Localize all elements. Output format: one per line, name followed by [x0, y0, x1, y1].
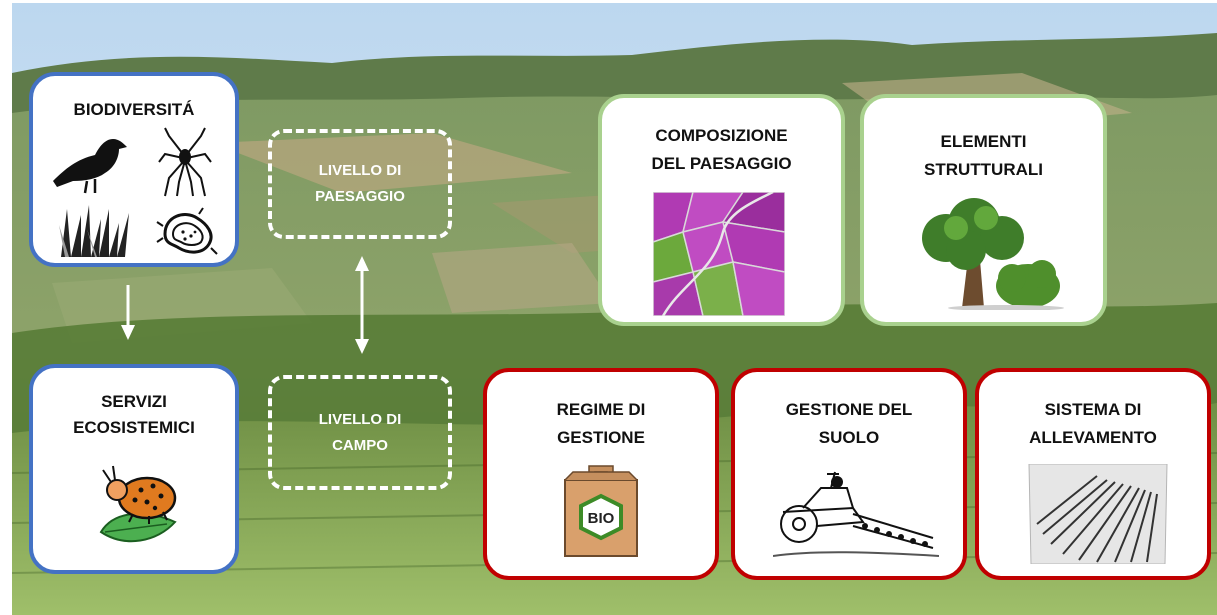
biodiversity-title: BIODIVERSITÁ	[73, 100, 195, 119]
bacteria-icon	[156, 207, 218, 255]
structural-elements-title-line1: ELEMENTI	[940, 132, 1027, 151]
structural-elements-title-line2: STRUTTURALI	[924, 160, 1043, 179]
soil-management-title-line1: GESTIONE DEL	[785, 400, 913, 419]
management-regime-box: REGIME DI GESTIONE BIO	[483, 368, 719, 580]
training-system-title-line1: SISTEMA DI	[1044, 400, 1142, 419]
landscape-composition-title-line2: DEL PAESAGGIO	[651, 154, 792, 173]
biodiversity-box: BIODIVERSITÁ	[29, 72, 239, 267]
vineyard-rows-icon	[1028, 464, 1168, 564]
level-double-arrow	[355, 256, 369, 354]
ladybird-on-leaf-icon	[99, 465, 177, 543]
landscape-composition-title-line1: COMPOSIZIONE	[655, 126, 788, 145]
tractor-icon	[773, 471, 939, 557]
landscape-level-line1: LIVELLO DI	[318, 162, 402, 179]
field-level-line1: LIVELLO DI	[318, 410, 402, 428]
ecosystem-services-title-line1: SERVIZI	[101, 392, 167, 411]
training-system-box: SISTEMA DI ALLEVAMENTO	[975, 368, 1211, 580]
field-level-label: LIVELLO DI CAMPO	[268, 375, 452, 490]
spider-icon	[158, 127, 212, 197]
soil-management-title-line2: SUOLO	[818, 428, 880, 447]
management-regime-title-line2: GESTIONE	[557, 428, 645, 447]
soil-management-box: GESTIONE DEL SUOLO	[731, 368, 967, 580]
grass-icon	[59, 205, 129, 257]
landscape-composition-box: COMPOSIZIONE DEL PAESAGGIO	[598, 94, 845, 326]
ecosystem-services-box: SERVIZI ECOSISTEMICI	[29, 364, 239, 574]
field-level-line2: CAMPO	[332, 436, 388, 454]
management-regime-title-line1: REGIME DI	[556, 400, 646, 419]
landscape-level-label: LIVELLO DI PAESAGGIO	[268, 129, 452, 239]
training-system-title-line2: ALLEVAMENTO	[1029, 428, 1157, 447]
bird-icon	[53, 139, 127, 194]
bio-bag-icon: BIO	[564, 465, 638, 557]
landscape-map-icon	[653, 192, 785, 316]
bio-bag-label: BIO	[588, 510, 615, 527]
tree-icon	[922, 198, 1064, 310]
biodiversity-to-services-arrow	[121, 285, 135, 340]
ecosystem-services-title-line2: ECOSISTEMICI	[73, 418, 195, 437]
landscape-level-line2: PAESAGGIO	[315, 188, 405, 205]
structural-elements-box: ELEMENTI STRUTTURALI	[860, 94, 1107, 326]
